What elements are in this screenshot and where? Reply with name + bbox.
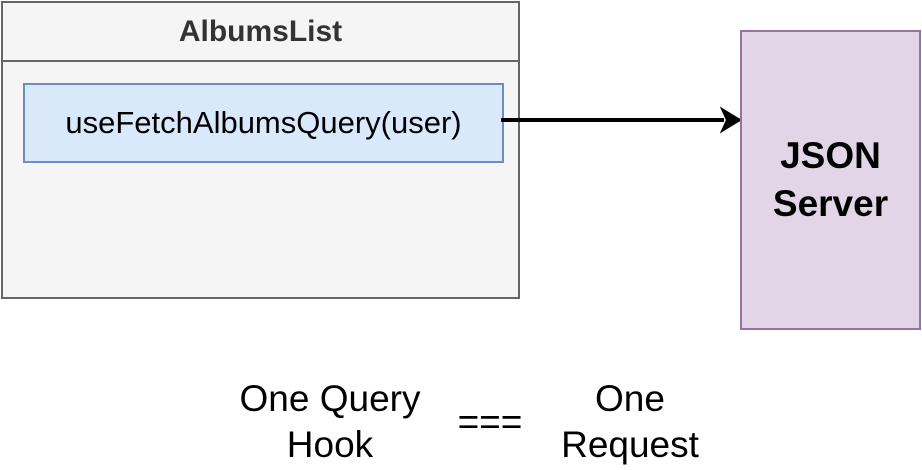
arrow-head xyxy=(719,106,742,134)
caption-request: One Request xyxy=(540,376,720,468)
caption-left-line1: One Query xyxy=(239,378,421,419)
caption-right-line1: One xyxy=(595,378,665,419)
albums-list-component: AlbumsList useFetchAlbumsQuery(user) xyxy=(1,1,520,299)
caption-query-hook: One Query Hook xyxy=(220,376,440,468)
caption-equals: === xyxy=(457,401,523,442)
query-hook-box: useFetchAlbumsQuery(user) xyxy=(23,83,504,163)
caption-right-line2: Request xyxy=(561,424,699,465)
caption-left-line2: Hook xyxy=(286,424,374,465)
json-server-box: JSON Server xyxy=(740,30,921,330)
component-title: AlbumsList xyxy=(3,3,518,62)
server-label-line1: JSON xyxy=(780,135,881,176)
server-label-line2: Server xyxy=(772,183,889,224)
